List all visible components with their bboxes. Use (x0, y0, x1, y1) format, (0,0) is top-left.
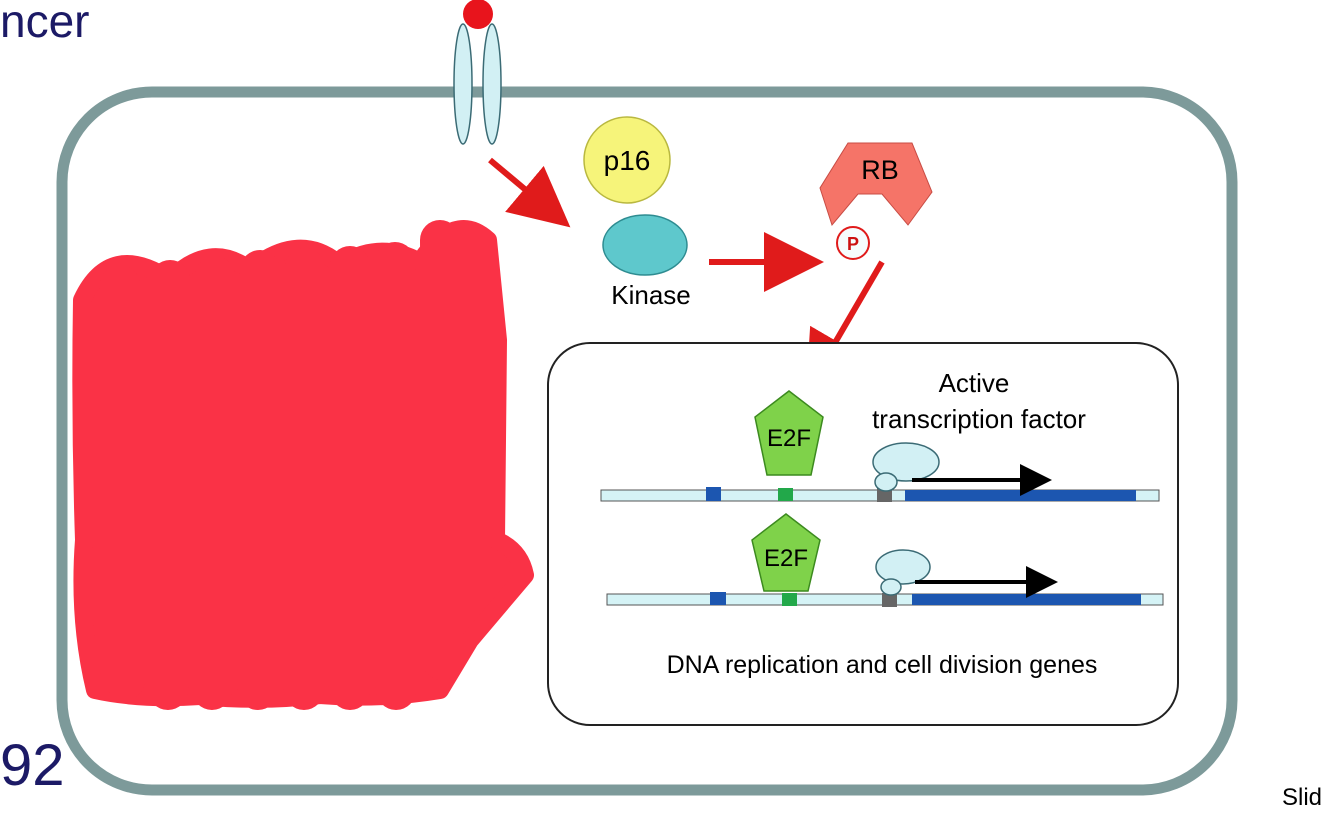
nucleus-caption: DNA replication and cell division genes (667, 651, 1098, 679)
cell-membrane (56, 86, 1238, 796)
redaction-scribble (72, 220, 534, 710)
phosphate-circle (836, 226, 870, 260)
e2f-label-1: E2F (767, 425, 811, 452)
phosphate-label: P (847, 234, 859, 254)
slide-title-fragment: ncer (0, 0, 90, 47)
e2f-pentagon-1 (754, 390, 824, 476)
rb-label: RB (861, 155, 899, 185)
slide-label-fragment: Slid (1282, 784, 1323, 811)
e2f-label-2: E2F (764, 545, 808, 572)
dna-strand-2 (606, 549, 1164, 607)
active-tf-line1: Active (939, 368, 1010, 398)
arrow-receptor-to-kinase (488, 157, 571, 228)
dna-strand-1 (600, 442, 1160, 502)
rna-polymerase-2 (875, 549, 931, 585)
active-tf-line2: transcription factor (872, 404, 1086, 434)
rb-shape (819, 142, 933, 227)
ligand (463, 0, 493, 29)
e2f-pentagon-2 (751, 513, 821, 592)
kinase-ellipse (602, 214, 688, 276)
kinase-label: Kinase (611, 280, 691, 310)
p16-circle (583, 116, 671, 204)
p16-label: p16 (604, 145, 651, 176)
rna-polymerase-1 (872, 442, 940, 482)
nucleus (547, 342, 1179, 726)
slide-number-fragment: 92 (0, 733, 65, 798)
receptor (453, 0, 502, 145)
